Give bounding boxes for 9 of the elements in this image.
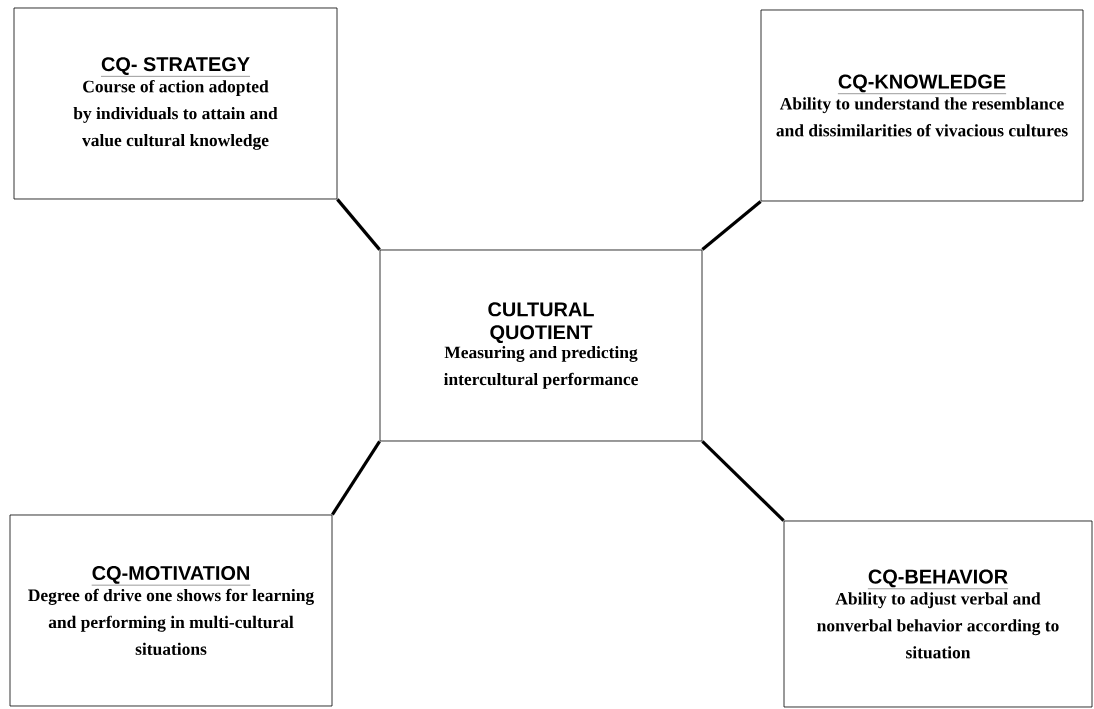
connector-line xyxy=(701,440,785,522)
text-box: CQ-MOTIVATION Degree of drive one shows for learning and performing in multi-cultural situations xyxy=(9,514,333,707)
connector-line xyxy=(331,440,381,516)
text-box: CQ-KNOWLEDGE Ability to understand the resemblance and dissimilarities of vivacious cultures xyxy=(760,9,1084,202)
connector-line xyxy=(701,200,762,251)
connector-line xyxy=(336,198,381,251)
text-box: CQ-BEHAVIOR Ability to adjust verbal and nonverbal behavior according to situation xyxy=(783,520,1093,708)
text-box: CULTURAL QUOTIENT Measuring and predicting intercultural performance xyxy=(379,249,703,442)
text-box: CQ- STRATEGY Course of action adopted by individuals to attain and value cultural knowledge xyxy=(13,7,338,200)
